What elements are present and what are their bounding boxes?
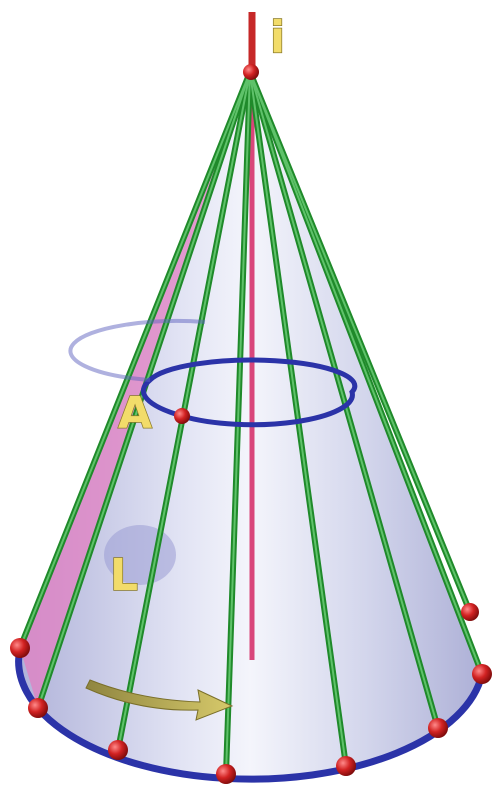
- axis-label: i: [270, 12, 285, 63]
- base-point: [10, 638, 30, 658]
- base-point: [461, 603, 479, 621]
- base-point: [108, 740, 128, 760]
- base-point: [472, 664, 492, 684]
- base-point: [428, 718, 448, 738]
- base-point: [28, 698, 48, 718]
- base-point: [336, 756, 356, 776]
- apex-point: [243, 64, 259, 80]
- point-a-label: A: [118, 388, 152, 439]
- point-a: [174, 408, 190, 424]
- base-point: [216, 764, 236, 784]
- line-l-label: L: [110, 550, 138, 601]
